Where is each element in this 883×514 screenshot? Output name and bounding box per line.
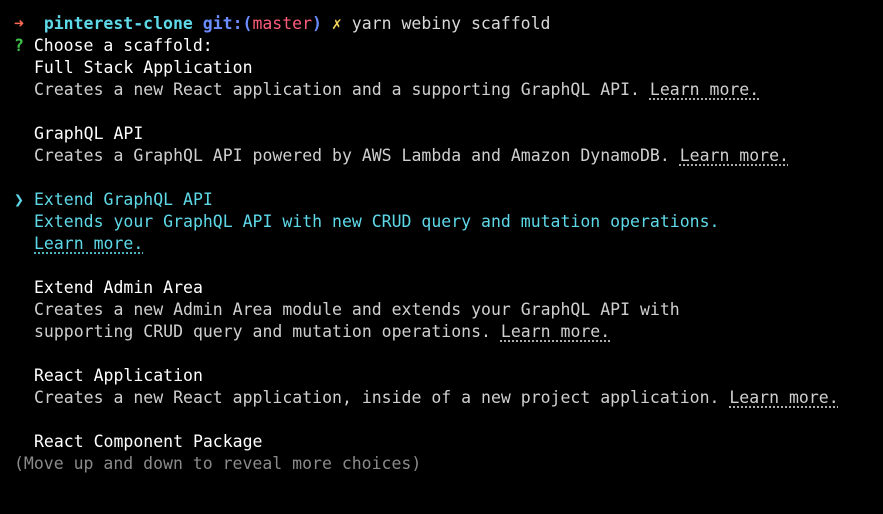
spacer [14,255,883,277]
learn-more-link[interactable]: Learn more. [34,234,144,253]
scaffold-option-react-application[interactable]: React Application Creates a new React ap… [14,365,883,409]
spacer [14,167,883,189]
learn-more-link[interactable]: Learn more. [729,388,839,407]
spacer [14,101,883,123]
option-title: React Component Package [34,432,263,451]
option-title: Extend Admin Area [34,278,203,297]
spacer [14,409,883,431]
option-description: Creates a GraphQL API powered by AWS Lam… [34,146,670,165]
option-description-line-2: supporting CRUD query and mutation opera… [34,322,491,341]
option-title: React Application [34,366,203,385]
option-description: Creates a new React application and a su… [34,80,640,99]
scaffold-option-react-component-package[interactable]: React Component Package [14,431,883,453]
git-label: git:( [202,14,253,33]
learn-more-link[interactable]: Learn more. [649,80,760,99]
option-title: Full Stack Application [34,58,253,77]
option-description: Creates a new React application, inside … [34,388,720,407]
scaffold-option-extend-admin-area[interactable]: Extend Admin Area Creates a new Admin Ar… [14,277,883,343]
git-branch: master [252,14,313,33]
scaffold-option-extend-graphql-api[interactable]: ❯ Extend GraphQL API Extends your GraphQL… [14,189,883,255]
option-description-line-1: Creates a new Admin Area module and exte… [34,300,680,319]
git-dirty-icon: ✗ [331,14,342,33]
scaffold-question: ? Choose a scaffold: [14,35,883,57]
question-text: Choose a scaffold: [33,36,213,55]
scaffold-option-graphql-api[interactable]: GraphQL API Creates a GraphQL API powere… [14,123,883,167]
learn-more-link[interactable]: Learn more. [679,146,789,165]
option-title: Extend GraphQL API [34,190,213,209]
option-title: GraphQL API [34,124,144,143]
learn-more-link[interactable]: Learn more. [500,322,611,341]
scaffold-option-full-stack-application[interactable]: Full Stack Application Creates a new Rea… [14,57,883,101]
prompt-directory: pinterest-clone [43,14,193,33]
spacer [14,343,883,365]
git-label-close: ) [312,14,322,33]
selection-pointer-icon: ❯ [14,190,24,209]
option-description: Extends your GraphQL API with new CRUD q… [34,212,720,231]
question-mark-icon: ? [14,36,24,55]
navigation-hint: (Move up and down to reveal more choices… [14,454,422,473]
command-prompt-line: ➜ pinterest-clone git:(master) ✗ yarn we… [14,13,883,35]
command-text: yarn webiny scaffold [351,14,551,33]
prompt-arrow-icon: ➜ [14,14,24,33]
